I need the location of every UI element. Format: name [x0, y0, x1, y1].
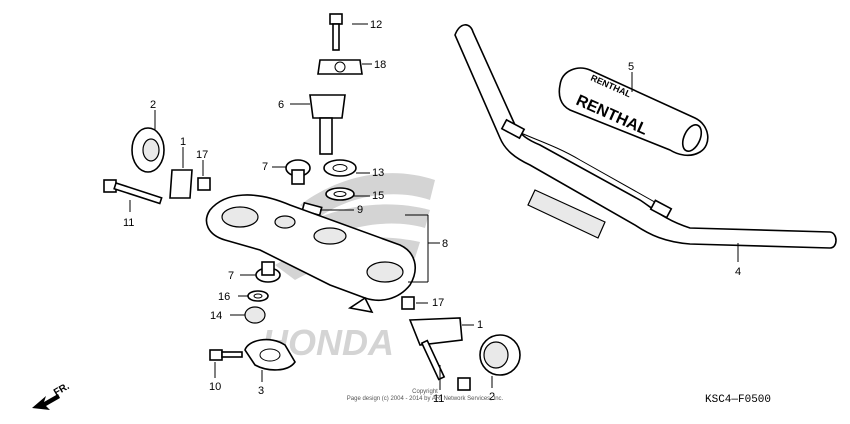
callout-1-right: 1	[477, 319, 483, 331]
callout-13: 13	[372, 167, 384, 179]
part-8-top-bridge[interactable]	[205, 194, 416, 314]
callout-4: 4	[735, 266, 741, 278]
callouts: 12 18 6 2 1 17 7 13 15 9 8 11 7 16 14 17…	[123, 19, 741, 405]
callout-17-right: 17	[432, 297, 444, 309]
callout-6: 6	[278, 99, 284, 111]
callout-17-left: 17	[196, 149, 208, 161]
copyright-line-1: Copyright	[412, 389, 438, 395]
callout-8: 8	[442, 238, 448, 250]
part-1-holder-left[interactable]	[169, 169, 193, 199]
part-4-handlebar[interactable]	[454, 24, 837, 249]
part-14-rubber[interactable]	[244, 306, 266, 324]
copyright-notice: Copyright Page design (c) 2004 - 2014 by…	[347, 389, 504, 402]
callout-1-left: 1	[180, 136, 186, 148]
callout-2-left: 2	[150, 99, 156, 111]
part-5-pad[interactable]: RENTHAL RENTHAL	[558, 67, 709, 157]
callout-7-lower: 7	[228, 270, 234, 282]
part-7-nut[interactable]	[285, 159, 311, 185]
part-12-bolt[interactable]	[329, 13, 343, 51]
arrow-down-left-icon	[32, 394, 60, 410]
part-11-bolt-left[interactable]	[103, 179, 163, 205]
callout-15: 15	[372, 190, 384, 202]
callout-18: 18	[374, 59, 386, 71]
part-3-clamp[interactable]	[244, 338, 296, 371]
callout-2-right: 2	[489, 391, 495, 403]
part-10-bolt[interactable]	[209, 349, 243, 361]
callout-14: 14	[210, 310, 222, 322]
part-15-washer[interactable]	[325, 187, 355, 201]
diagram-code: KSC4—F0500	[705, 394, 771, 406]
copyright-line-2: Page design (c) 2004 - 2014 by ARI Netwo…	[347, 396, 504, 402]
callout-10: 10	[209, 381, 221, 393]
callout-12: 12	[370, 19, 382, 31]
callout-16: 16	[218, 291, 230, 303]
part-16-washer[interactable]	[247, 290, 269, 302]
part-17-nut-right[interactable]	[401, 296, 415, 310]
part-17-nut-left[interactable]	[197, 177, 211, 191]
callout-11-right: 11	[433, 393, 444, 405]
part-2-cap-left[interactable]	[131, 127, 165, 173]
leader-lines	[129, 23, 739, 390]
direction-label: FR.	[52, 381, 72, 399]
part-1-holder-right[interactable]	[408, 317, 463, 346]
front-direction-indicator: FR.	[32, 381, 72, 410]
callout-3: 3	[258, 385, 264, 397]
part-13-nut[interactable]	[323, 159, 357, 177]
part-6-lower-holder[interactable]	[309, 94, 346, 155]
part-11-bolt-right[interactable]	[420, 339, 471, 391]
callout-5: 5	[628, 61, 634, 73]
part-2-cap-right[interactable]	[479, 334, 521, 376]
part-18-upper-holder[interactable]	[317, 59, 363, 75]
callout-7-upper: 7	[262, 161, 268, 173]
callout-11-left: 11	[123, 217, 134, 229]
callout-9: 9	[357, 204, 363, 216]
